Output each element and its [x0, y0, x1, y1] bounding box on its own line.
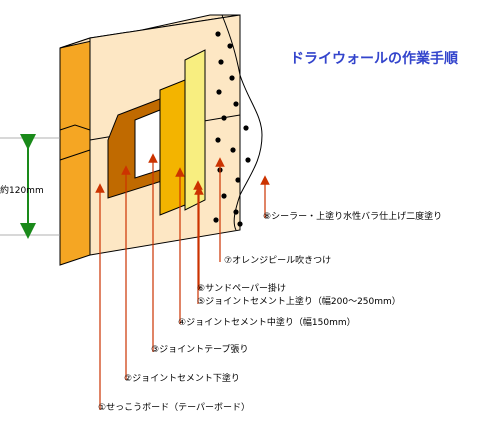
- spray-dot: [213, 217, 219, 223]
- step-label-2: ②ジョイントセメント下塗り: [124, 374, 240, 384]
- orange-peel-dots: [213, 31, 251, 227]
- step-arrows: [95, 153, 270, 410]
- spray-dot: [215, 137, 221, 143]
- spray-dot: [233, 101, 239, 107]
- spray-dot: [237, 221, 243, 227]
- orange-peel-area: [213, 14, 263, 231]
- step-label-4: ④ジョイントセメント中塗り（幅150mm）: [178, 318, 356, 328]
- spray-dot: [221, 115, 227, 121]
- page-title: ドライウォールの作業手順: [290, 51, 458, 67]
- step-label-8: ⑧シーラー・上塗り水性バラ仕上げ二度塗り: [263, 212, 443, 222]
- step-label-1: ①せっこうボード（テーパーボード）: [98, 403, 250, 413]
- step-label-7: ⑦オレンジピール吹きつけ: [224, 256, 332, 266]
- spray-dot: [215, 31, 221, 37]
- topcoat-layer: [184, 49, 206, 211]
- spray-dot: [218, 59, 224, 65]
- dimension-label: 約120mm: [0, 186, 44, 196]
- dimension-marker: [0, 134, 60, 239]
- spray-dot: [245, 157, 251, 163]
- step-label-3: ③ジョイントテープ張り: [151, 345, 249, 355]
- spray-dot: [216, 89, 222, 95]
- spray-dot: [243, 125, 249, 131]
- midcoat-layer: [159, 79, 186, 216]
- spray-dot: [229, 75, 235, 81]
- spray-dot: [235, 177, 241, 183]
- step-label-6: ⑥サンドペーパー掛け: [197, 284, 286, 294]
- spray-dot: [233, 209, 239, 215]
- step-label-5: ⑤ジョイントセメント上塗り（幅200～250mm）: [197, 297, 401, 307]
- joint-tape-layer: [134, 109, 161, 179]
- spray-dot: [227, 43, 233, 49]
- spray-dot: [230, 147, 236, 153]
- spray-dot: [221, 193, 227, 199]
